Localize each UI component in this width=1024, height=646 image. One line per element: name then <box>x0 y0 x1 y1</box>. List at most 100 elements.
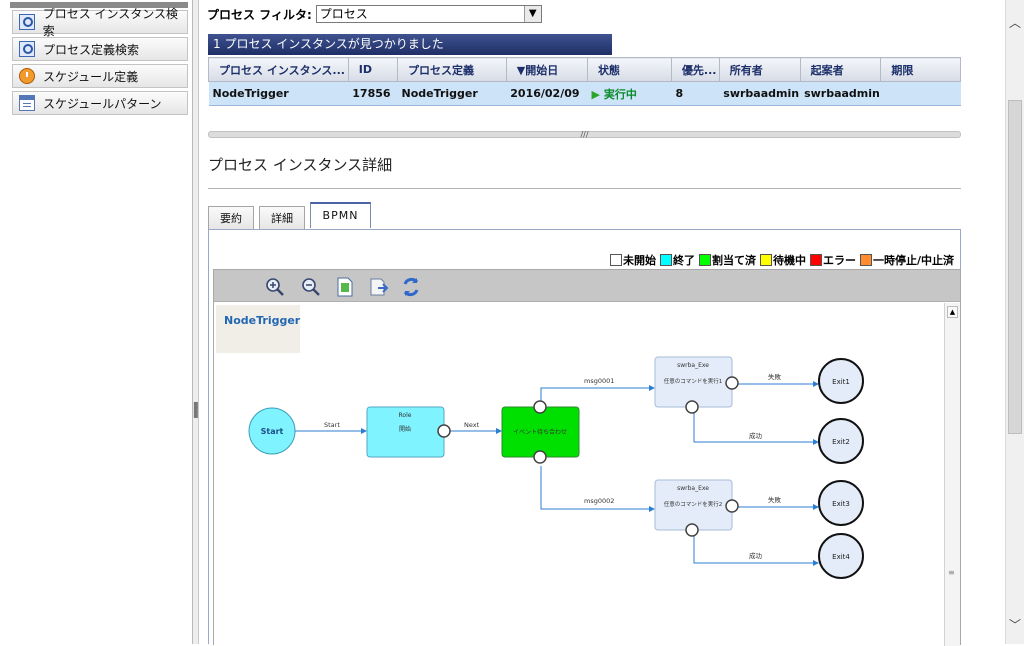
cell-owner: swrbaadmin <box>719 81 801 106</box>
canvas-scrollbar[interactable]: ▲ ≡ <box>944 303 960 646</box>
column-header-owner[interactable]: 所有者 <box>718 57 801 82</box>
boundary-event-icon <box>685 523 699 537</box>
legend-swatch-assigned <box>698 254 711 266</box>
exe-task-1-title: swrba_Exe <box>677 362 709 369</box>
sidebar-item-definition-search[interactable]: プロセス定義検索 <box>12 37 188 61</box>
process-name-label: NodeTrigger <box>216 305 300 353</box>
table-row[interactable]: NodeTrigger 17856 NodeTrigger 2016/02/09… <box>208 81 961 106</box>
event-join-label: イベント待ち合わせ <box>513 428 567 436</box>
exe-task-1[interactable]: swrba_Exe 任意のコマンドを実行1 <box>654 356 739 414</box>
legend-swatch-completed <box>659 254 672 266</box>
page-scrollbar[interactable]: ︿ ﹀ <box>1005 0 1024 644</box>
flow-label-fail2: 失敗 <box>768 495 782 504</box>
column-header-start-date[interactable]: ▼開始日 <box>505 57 588 82</box>
play-icon: ▶ <box>591 87 600 101</box>
tab-summary[interactable]: 要約 <box>208 206 254 230</box>
calendar-icon <box>19 95 35 111</box>
legend-item: 未開始 <box>609 252 656 268</box>
flow-label-msg1: msg0001 <box>584 377 614 385</box>
exit-event-4[interactable]: Exit4 <box>818 533 864 579</box>
column-header-id[interactable]: ID <box>347 57 399 82</box>
chevron-down-icon[interactable]: ▼ <box>523 6 541 22</box>
boundary-event-icon <box>533 400 547 414</box>
chevron-down-icon[interactable]: ﹀ <box>1008 618 1021 632</box>
exit-event-1[interactable]: Exit1 <box>818 358 864 404</box>
sidebar-splitter[interactable]: ▪▪▪▪ <box>193 0 199 644</box>
main-panel: プロセス フィルタ: プロセス ▼ 1 プロセス インスタンスが見つかりました … <box>200 0 1005 646</box>
zoom-in-icon[interactable] <box>264 276 286 298</box>
chevron-up-icon[interactable]: ︿ <box>1008 16 1021 30</box>
column-header-originator[interactable]: 起案者 <box>799 57 882 82</box>
exit-event-label: Exit4 <box>832 553 850 561</box>
bpmn-viewer: NodeTrigger <box>213 269 961 646</box>
process-filter-select[interactable]: プロセス ▼ <box>315 5 542 23</box>
cell-instance: NodeTrigger <box>208 81 349 106</box>
detail-splitter[interactable]: /// <box>208 131 961 139</box>
flow-label-ok2: 成功 <box>749 551 763 560</box>
legend-swatch-not-started <box>609 254 622 266</box>
exit-event-label: Exit3 <box>832 500 850 508</box>
refresh-icon[interactable] <box>400 276 422 298</box>
column-header-instance[interactable]: プロセス インスタンス... <box>208 57 349 82</box>
flow-label-start: Start <box>324 421 340 429</box>
column-header-status[interactable]: 状態 <box>586 57 672 82</box>
cell-id: 17856 <box>348 81 398 106</box>
sidebar-item-instance-search[interactable]: プロセス インスタンス検索 <box>12 7 188 38</box>
tab-bpmn[interactable]: BPMN <box>310 202 371 228</box>
exe-task-2-title: swrba_Exe <box>677 485 709 492</box>
zoom-out-icon[interactable] <box>300 276 322 298</box>
start-event[interactable]: Start <box>248 407 296 455</box>
exit-event-2[interactable]: Exit2 <box>818 418 864 464</box>
splitter-grip-icon[interactable]: ▪▪▪▪ <box>193 399 199 420</box>
sidebar: プロセス インスタンス検索 プロセス定義検索 スケジュール定義 スケジュールパタ… <box>0 0 193 644</box>
flow-ok1 <box>693 411 819 445</box>
flow-ok2 <box>693 534 819 566</box>
column-header-definition[interactable]: プロセス定義 <box>397 57 507 82</box>
detail-divider <box>208 188 961 189</box>
boundary-event-icon <box>725 499 739 513</box>
legend-swatch-waiting <box>759 254 772 266</box>
flow-lines <box>295 381 819 566</box>
process-filter-value: プロセス <box>319 7 368 21</box>
column-header-priority[interactable]: 優先... <box>670 57 720 82</box>
role-task[interactable]: Role 開始 <box>366 406 451 458</box>
status-text: 実行中 <box>603 87 637 101</box>
legend-label: 未開始 <box>622 254 656 267</box>
bpmn-canvas[interactable]: NodeTrigger <box>214 303 944 646</box>
exit-event-label: Exit1 <box>832 378 850 386</box>
export-icon[interactable] <box>368 276 390 298</box>
boundary-event-icon <box>725 376 739 390</box>
scroll-up-icon[interactable]: ▲ <box>947 306 958 318</box>
flow-msg2 <box>540 466 655 512</box>
sidebar-item-schedule-definition[interactable]: スケジュール定義 <box>12 64 188 88</box>
column-header-deadline[interactable]: 期限 <box>880 57 961 82</box>
event-join-task[interactable]: イベント待ち合わせ <box>501 400 580 464</box>
exit-event-3[interactable]: Exit3 <box>818 480 864 526</box>
legend-item: 割当て済 <box>698 252 756 268</box>
cell-definition: NodeTrigger <box>397 81 507 106</box>
sidebar-item-label: スケジュールパターン <box>43 96 162 111</box>
bpmn-panel: 未開始 終了 割当て済 待機中 エラー 一時停止/中止済 <box>208 229 961 646</box>
instance-table: プロセス インスタンス... ID プロセス定義 ▼開始日 状態 優先... 所… <box>208 57 961 106</box>
flow-msg1 <box>540 385 655 406</box>
legend-label: エラー <box>822 254 856 267</box>
exe-task-2[interactable]: swrba_Exe 任意のコマンドを実行2 <box>654 479 739 537</box>
scrollbar-thumb[interactable] <box>1008 100 1022 434</box>
exe-task-2-name: 任意のコマンドを実行2 <box>664 500 723 508</box>
sidebar-item-label: プロセス定義検索 <box>43 42 140 57</box>
start-event-label: Start <box>261 427 284 436</box>
legend-item: 一時停止/中止済 <box>859 252 954 268</box>
fit-page-icon[interactable] <box>334 276 356 298</box>
sidebar-item-schedule-pattern[interactable]: スケジュールパターン <box>12 91 188 115</box>
legend-label: 割当て済 <box>711 254 756 267</box>
scroll-grip-icon[interactable]: ≡ <box>948 568 955 577</box>
legend-item: エラー <box>809 252 856 268</box>
status-legend: 未開始 終了 割当て済 待機中 エラー 一時停止/中止済 <box>606 252 954 268</box>
flow-label-msg2: msg0002 <box>584 497 614 505</box>
cell-originator: swrbaadmin <box>800 81 881 106</box>
flow-label-next: Next <box>464 421 480 429</box>
sidebar-item-label: プロセス インスタンス検索 <box>42 7 179 38</box>
legend-swatch-error <box>809 254 822 266</box>
cell-status: ▶実行中 <box>587 81 672 106</box>
tab-details[interactable]: 詳細 <box>259 206 305 230</box>
